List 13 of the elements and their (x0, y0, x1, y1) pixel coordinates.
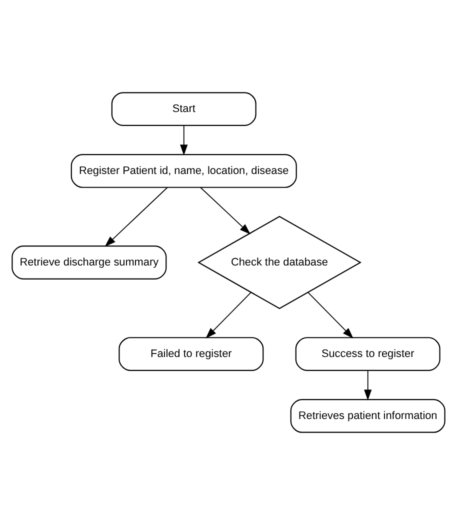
node-box: Success to register (295, 337, 440, 371)
node-box: Register Patient id, name, location, disease (70, 154, 297, 188)
node-box: Start (111, 92, 256, 126)
arrow (104, 187, 168, 247)
arrow (364, 370, 372, 401)
node-box: Retrieve discharge summary (12, 246, 167, 280)
arrow (206, 292, 252, 338)
node-diamond: Check the database (198, 216, 362, 310)
node-box: Failed to register (118, 337, 264, 371)
arrow (180, 125, 188, 156)
arrow (308, 292, 354, 338)
arrow (200, 187, 251, 234)
node-box: Retrieves patient information (290, 399, 446, 433)
